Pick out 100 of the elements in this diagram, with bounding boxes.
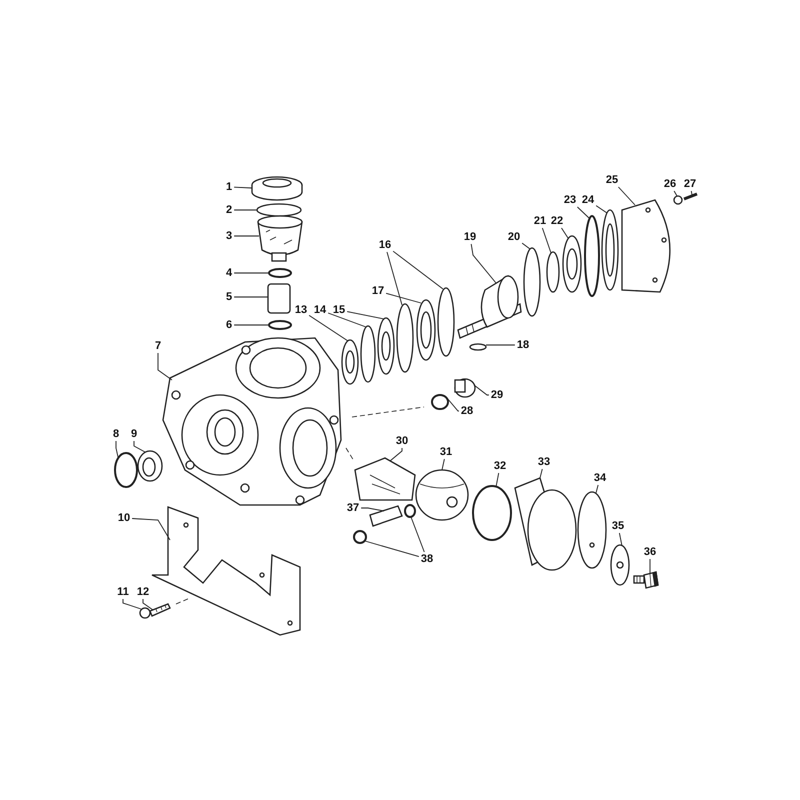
leader-line (386, 292, 422, 304)
leader-line (542, 228, 552, 254)
callout-number: 17 (372, 285, 384, 297)
callout-number: 27 (684, 178, 696, 190)
ring-drawing (360, 325, 376, 383)
leader-line (596, 205, 608, 214)
callout-number: 7 (154, 340, 162, 352)
leader-line (158, 352, 172, 380)
circlip-drawing (114, 452, 138, 488)
o-ring-drawing (268, 268, 292, 278)
leader-line (308, 314, 348, 342)
callout-number: 38 (420, 553, 434, 565)
leader-line (386, 252, 402, 306)
oil-cup-drawing (257, 215, 303, 262)
piston-ring-drawing (472, 485, 512, 541)
callout-number: 16 (378, 239, 392, 251)
pump-housing-drawing (162, 337, 342, 506)
circlip-drawing (353, 530, 367, 544)
cap-drawing (251, 176, 303, 201)
bearing-drawing (562, 235, 582, 293)
callout-number: 20 (508, 231, 520, 243)
callout-number: 18 (516, 339, 530, 351)
o-ring-drawing (268, 320, 292, 330)
connecting-rod-drawing (354, 457, 416, 501)
o-ring-drawing (431, 394, 449, 410)
callout-number: 26 (664, 178, 676, 190)
leader-line (364, 540, 420, 558)
callout-number: 35 (612, 520, 624, 532)
callout-number: 34 (594, 472, 606, 484)
callout-number: 4 (226, 267, 232, 279)
leader-line (392, 250, 444, 290)
leader-line (596, 484, 599, 494)
leader-line (234, 272, 268, 274)
leader-line (446, 398, 460, 412)
seal-drawing (137, 450, 163, 482)
screw-drawing (683, 192, 698, 200)
leader-line (390, 448, 402, 462)
washer-drawing (139, 607, 151, 619)
leader-line (234, 296, 268, 298)
callout-number: 2 (226, 204, 232, 216)
callout-number: 23 (564, 194, 576, 206)
leader-line (122, 598, 142, 610)
ring-drawing (256, 203, 302, 217)
callout-number: 30 (396, 435, 408, 447)
piston-drawing (415, 469, 469, 521)
leader-line (142, 598, 154, 610)
callout-number: 24 (582, 194, 594, 206)
o-ring-drawing (584, 215, 600, 297)
bracket-drawing (151, 506, 301, 636)
leader-line (618, 532, 622, 546)
callout-number: 25 (606, 174, 618, 186)
leader-line (576, 206, 590, 218)
callout-number: 33 (538, 456, 550, 468)
callout-number: 32 (494, 460, 506, 472)
cylinder-drawing (514, 477, 577, 571)
disc-drawing (523, 247, 541, 317)
callout-number: 22 (550, 215, 564, 227)
callout-number: 31 (440, 446, 452, 458)
bolt-drawing (633, 571, 659, 589)
callout-number: 8 (112, 428, 120, 440)
bearing-drawing (416, 299, 436, 361)
leader-line (328, 312, 366, 328)
plug-drawing (454, 378, 476, 398)
circlip-drawing (404, 504, 416, 518)
callout-number: 1 (226, 181, 232, 193)
bearing-drawing (341, 339, 359, 385)
leader-line (470, 244, 496, 284)
flange-ring-drawing (396, 303, 414, 373)
leader-line (360, 508, 384, 512)
callout-number: 36 (644, 546, 656, 558)
leader-line (346, 311, 384, 320)
piston-pin-drawing (369, 505, 403, 527)
leader-line (522, 242, 530, 250)
callout-number: 9 (130, 428, 138, 440)
leader-line (618, 186, 636, 206)
flange-ring-drawing (437, 287, 455, 357)
fitting-drawing (267, 283, 291, 314)
diaphragm-drawing (577, 491, 607, 569)
leader-line (442, 458, 445, 470)
leader-line (132, 518, 170, 540)
callout-number: 6 (226, 319, 232, 331)
leader-line (540, 468, 543, 478)
leader-line (561, 228, 568, 238)
leader-line (234, 324, 268, 326)
leader-line (486, 344, 516, 346)
washer-drawing (673, 195, 683, 205)
callout-number: 13 (294, 304, 308, 316)
bolt-drawing (149, 603, 171, 617)
callout-number: 29 (490, 389, 504, 401)
leader-line (474, 384, 490, 396)
leader-line (116, 440, 118, 458)
leader-line (234, 186, 252, 188)
callout-number: 3 (226, 230, 232, 242)
callout-number: 15 (332, 304, 346, 316)
leader-line (690, 190, 692, 196)
cover-drawing (621, 199, 670, 293)
callout-number: 14 (314, 304, 326, 316)
callout-number: 37 (346, 502, 360, 514)
callout-number: 21 (534, 215, 546, 227)
callout-number: 10 (118, 512, 130, 524)
